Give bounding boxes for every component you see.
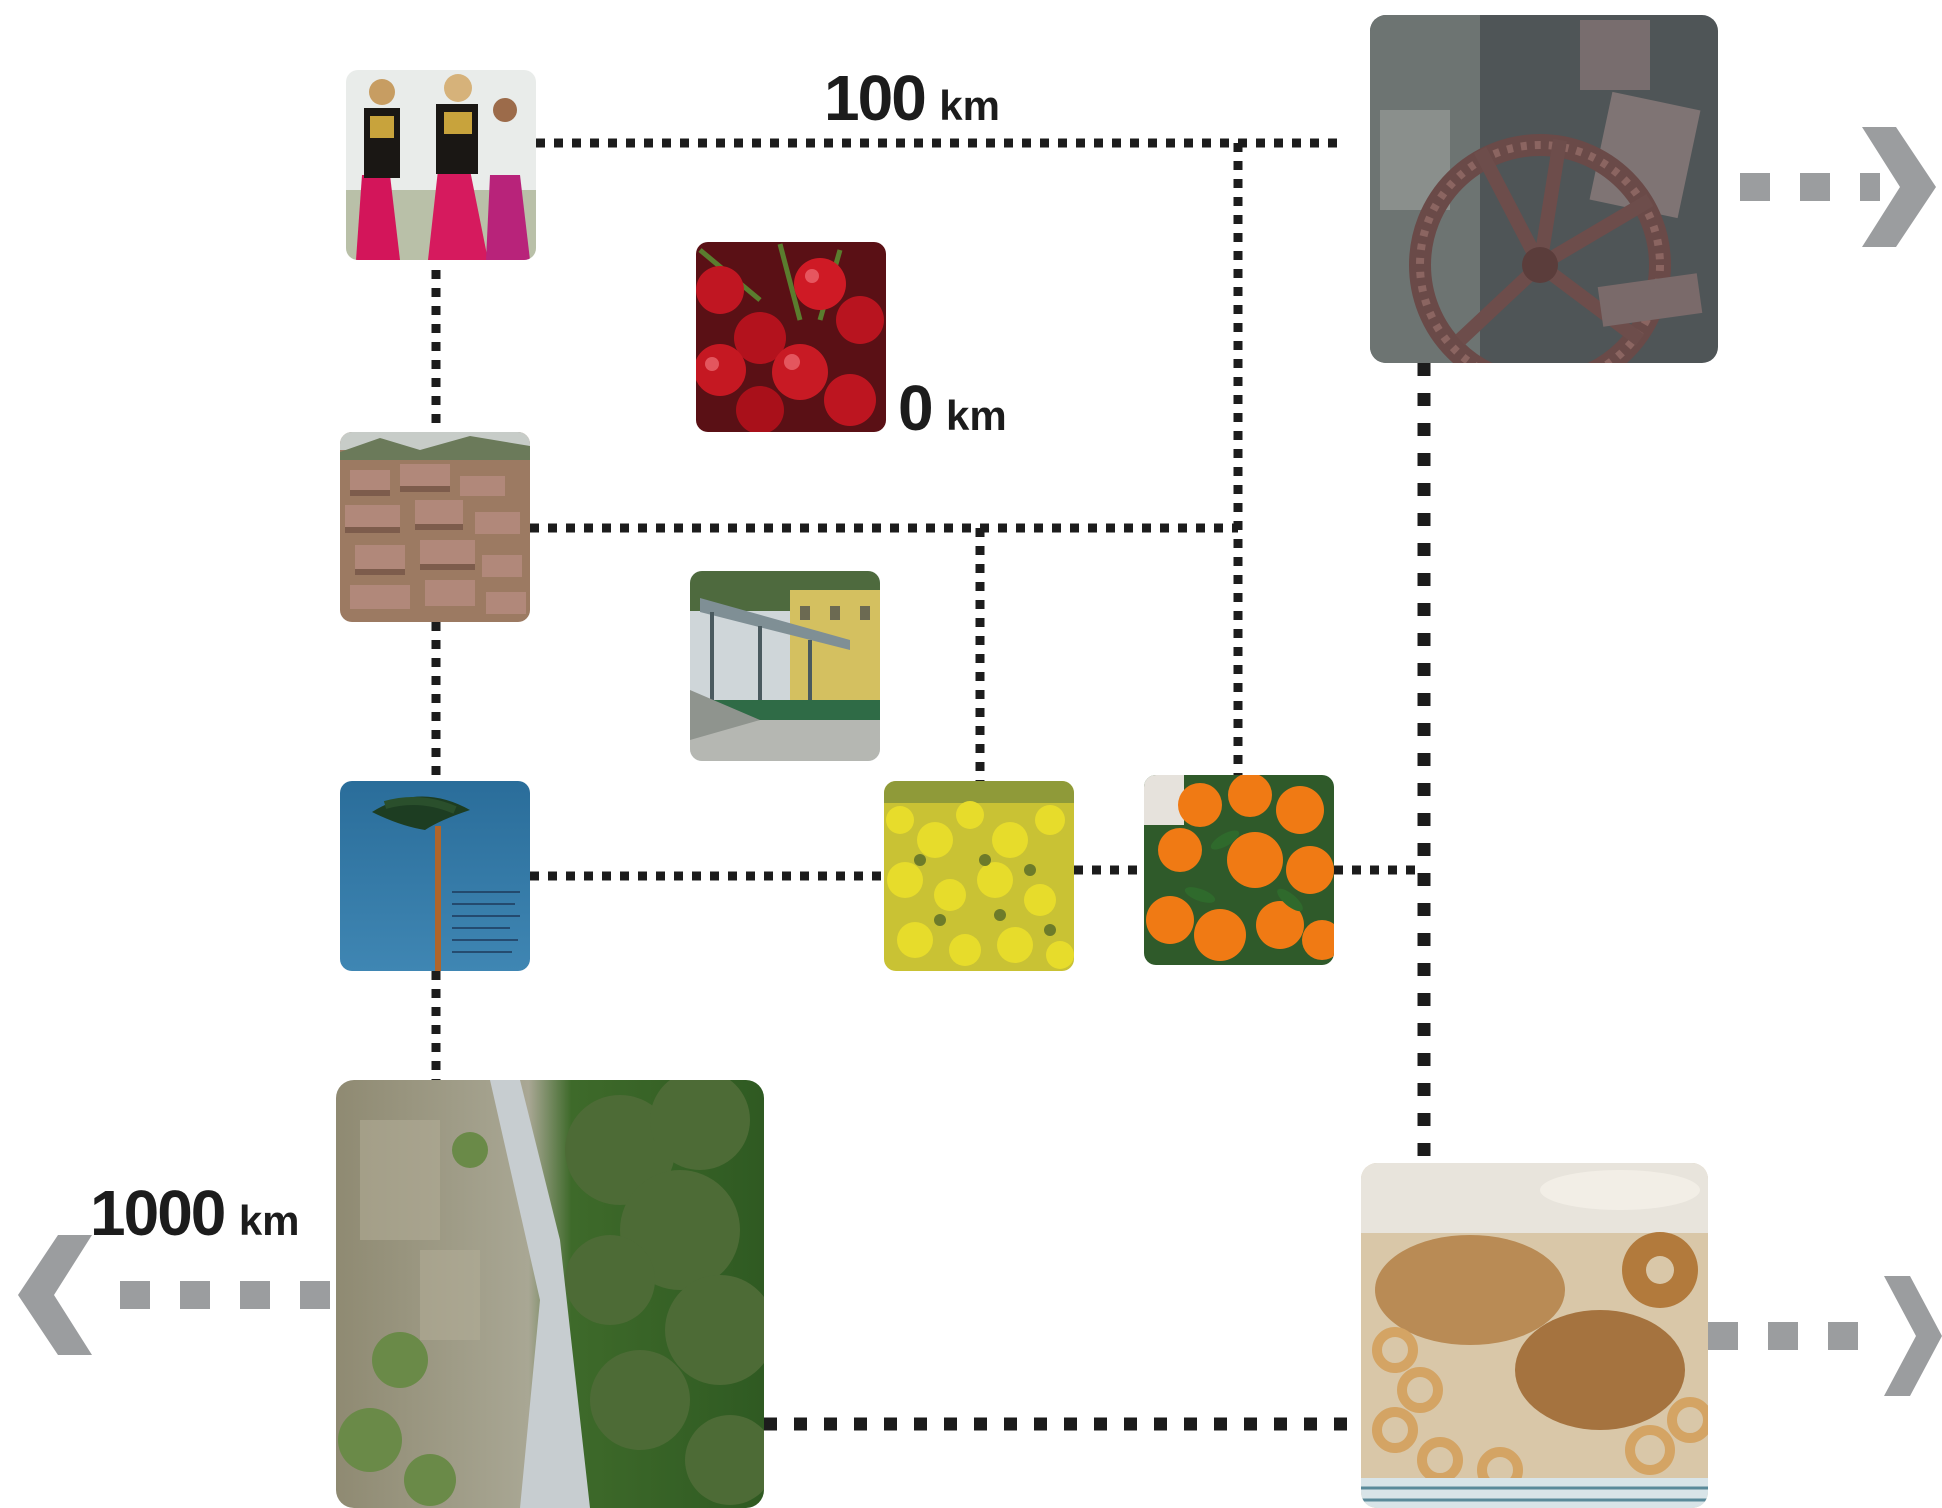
label-0-km-value: 0	[898, 372, 932, 444]
photo-river-gorge	[336, 1080, 764, 1508]
connector-lines	[431, 138, 1431, 1431]
chevron-right-icon	[1884, 1276, 1942, 1396]
arrow-right-bottom	[1708, 1276, 1942, 1396]
chevron-left-icon	[18, 1235, 92, 1355]
photo-pine-tree	[340, 781, 530, 971]
label-100-km: 100 km	[824, 62, 1000, 134]
photo-yellow-building	[690, 571, 880, 761]
photo-cherries	[696, 242, 886, 432]
chevron-right-icon	[1862, 127, 1936, 247]
photo-bread-taralli	[1361, 1163, 1708, 1508]
photo-village-rooftops	[340, 432, 530, 622]
arrow-right-top	[1740, 127, 1936, 247]
photo-oranges	[1144, 775, 1334, 965]
photo-stone-mill	[1370, 15, 1718, 363]
label-0-km: 0 km	[898, 372, 1007, 444]
arrow-left-1000	[18, 1235, 336, 1355]
label-0-km-unit: km	[946, 392, 1007, 439]
photo-traditional-costume	[346, 70, 536, 260]
label-100-km-unit: km	[939, 82, 1000, 129]
label-1000-km-unit: km	[239, 1197, 300, 1244]
label-1000-km-value: 1000	[90, 1177, 224, 1249]
label-1000-km: 1000 km	[90, 1177, 300, 1249]
photo-yellow-broom	[884, 781, 1074, 971]
label-100-km-value: 100	[824, 62, 925, 134]
